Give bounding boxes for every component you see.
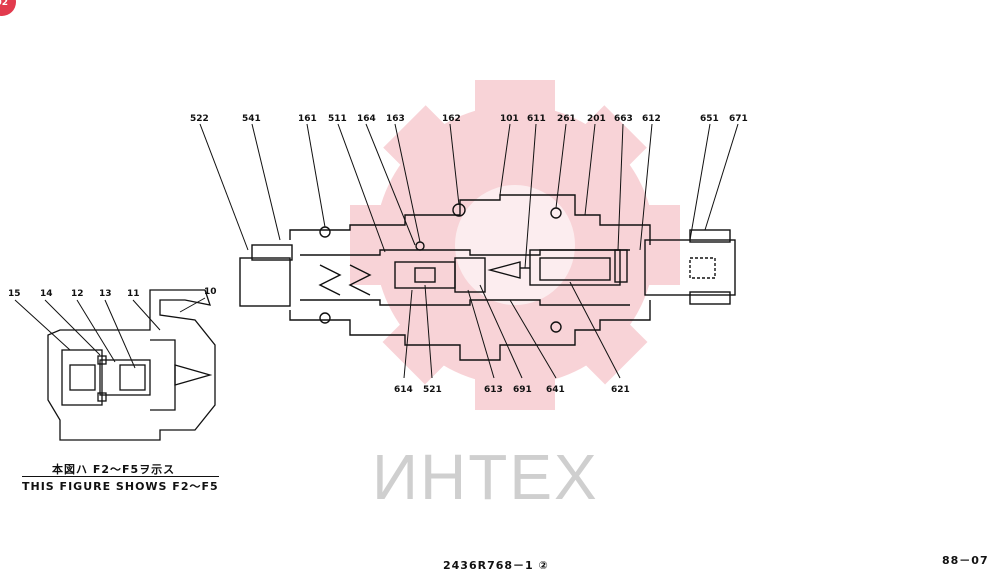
label-201: 201 — [587, 114, 606, 124]
label-12: 12 — [71, 289, 84, 299]
label-611: 611 — [527, 114, 546, 124]
label-612: 612 — [642, 114, 661, 124]
label-162: 162 — [442, 114, 461, 124]
label-101: 101 — [500, 114, 519, 124]
label-614: 614 — [394, 385, 413, 395]
detail-caption-jp: 本図ハ F2～F5ヲ示ス — [52, 463, 176, 476]
label-671: 671 — [729, 114, 748, 124]
detail-caption-en: THIS FIGURE SHOWS F2～F5 — [22, 476, 219, 494]
label-10: 10 — [204, 287, 217, 297]
label-613: 613 — [484, 385, 503, 395]
label-541: 541 — [242, 114, 261, 124]
label-14: 14 — [40, 289, 53, 299]
label-15: 15 — [8, 289, 21, 299]
label-663: 663 — [614, 114, 633, 124]
label-651: 651 — [700, 114, 719, 124]
label-621: 621 — [611, 385, 630, 395]
label-163: 163 — [386, 114, 405, 124]
detail-labels: 15 14 12 13 11 10 — [8, 287, 217, 299]
label-11: 11 — [127, 289, 140, 299]
label-13: 13 — [99, 289, 112, 299]
label-511: 511 — [328, 114, 347, 124]
document-number: 2436R768－1 ② — [443, 559, 549, 572]
watermark-text: ИНТЕХ — [372, 441, 599, 513]
label-261: 261 — [557, 114, 576, 124]
detail-leader-lines — [14, 297, 206, 369]
detail-valve-drawing — [47, 289, 216, 441]
label-641: 641 — [546, 385, 565, 395]
main-labels: 522 541 161 511 164 163 162 101 611 261 … — [190, 114, 748, 395]
main-leader-lines — [199, 123, 739, 379]
label-691: 691 — [513, 385, 532, 395]
label-164: 164 — [357, 114, 376, 124]
label-161: 161 — [298, 114, 317, 124]
label-522: 522 — [190, 114, 209, 124]
page-number: 88－07 — [942, 554, 989, 567]
label-521: 521 — [423, 385, 442, 395]
